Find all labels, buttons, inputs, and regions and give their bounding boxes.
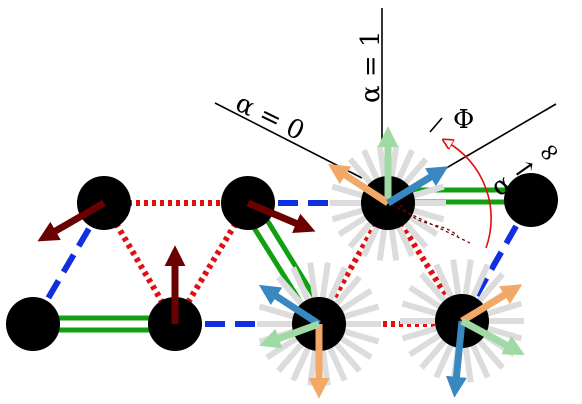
spin-site-7-blue (258, 284, 321, 327)
label-alpha-one: α = 1 (356, 30, 386, 103)
phi-tick (429, 117, 443, 133)
spin-site-8-green (460, 317, 525, 356)
phi-guide (391, 204, 471, 244)
site-4 (504, 173, 558, 227)
lattice-sites (6, 173, 558, 351)
label-phi: Φ (453, 105, 475, 135)
spin-site-8-blue (445, 320, 467, 398)
spin-site-3-orange (327, 163, 390, 206)
site-5 (6, 297, 60, 351)
spin-site-7-green (259, 320, 321, 349)
phi-arc (447, 142, 492, 249)
spin-site-2 (246, 199, 316, 234)
spin-site-8-orange (460, 284, 523, 324)
spin-site-3-blue (386, 166, 449, 206)
spin-arrows (37, 126, 525, 399)
spin-site-1 (37, 199, 106, 242)
